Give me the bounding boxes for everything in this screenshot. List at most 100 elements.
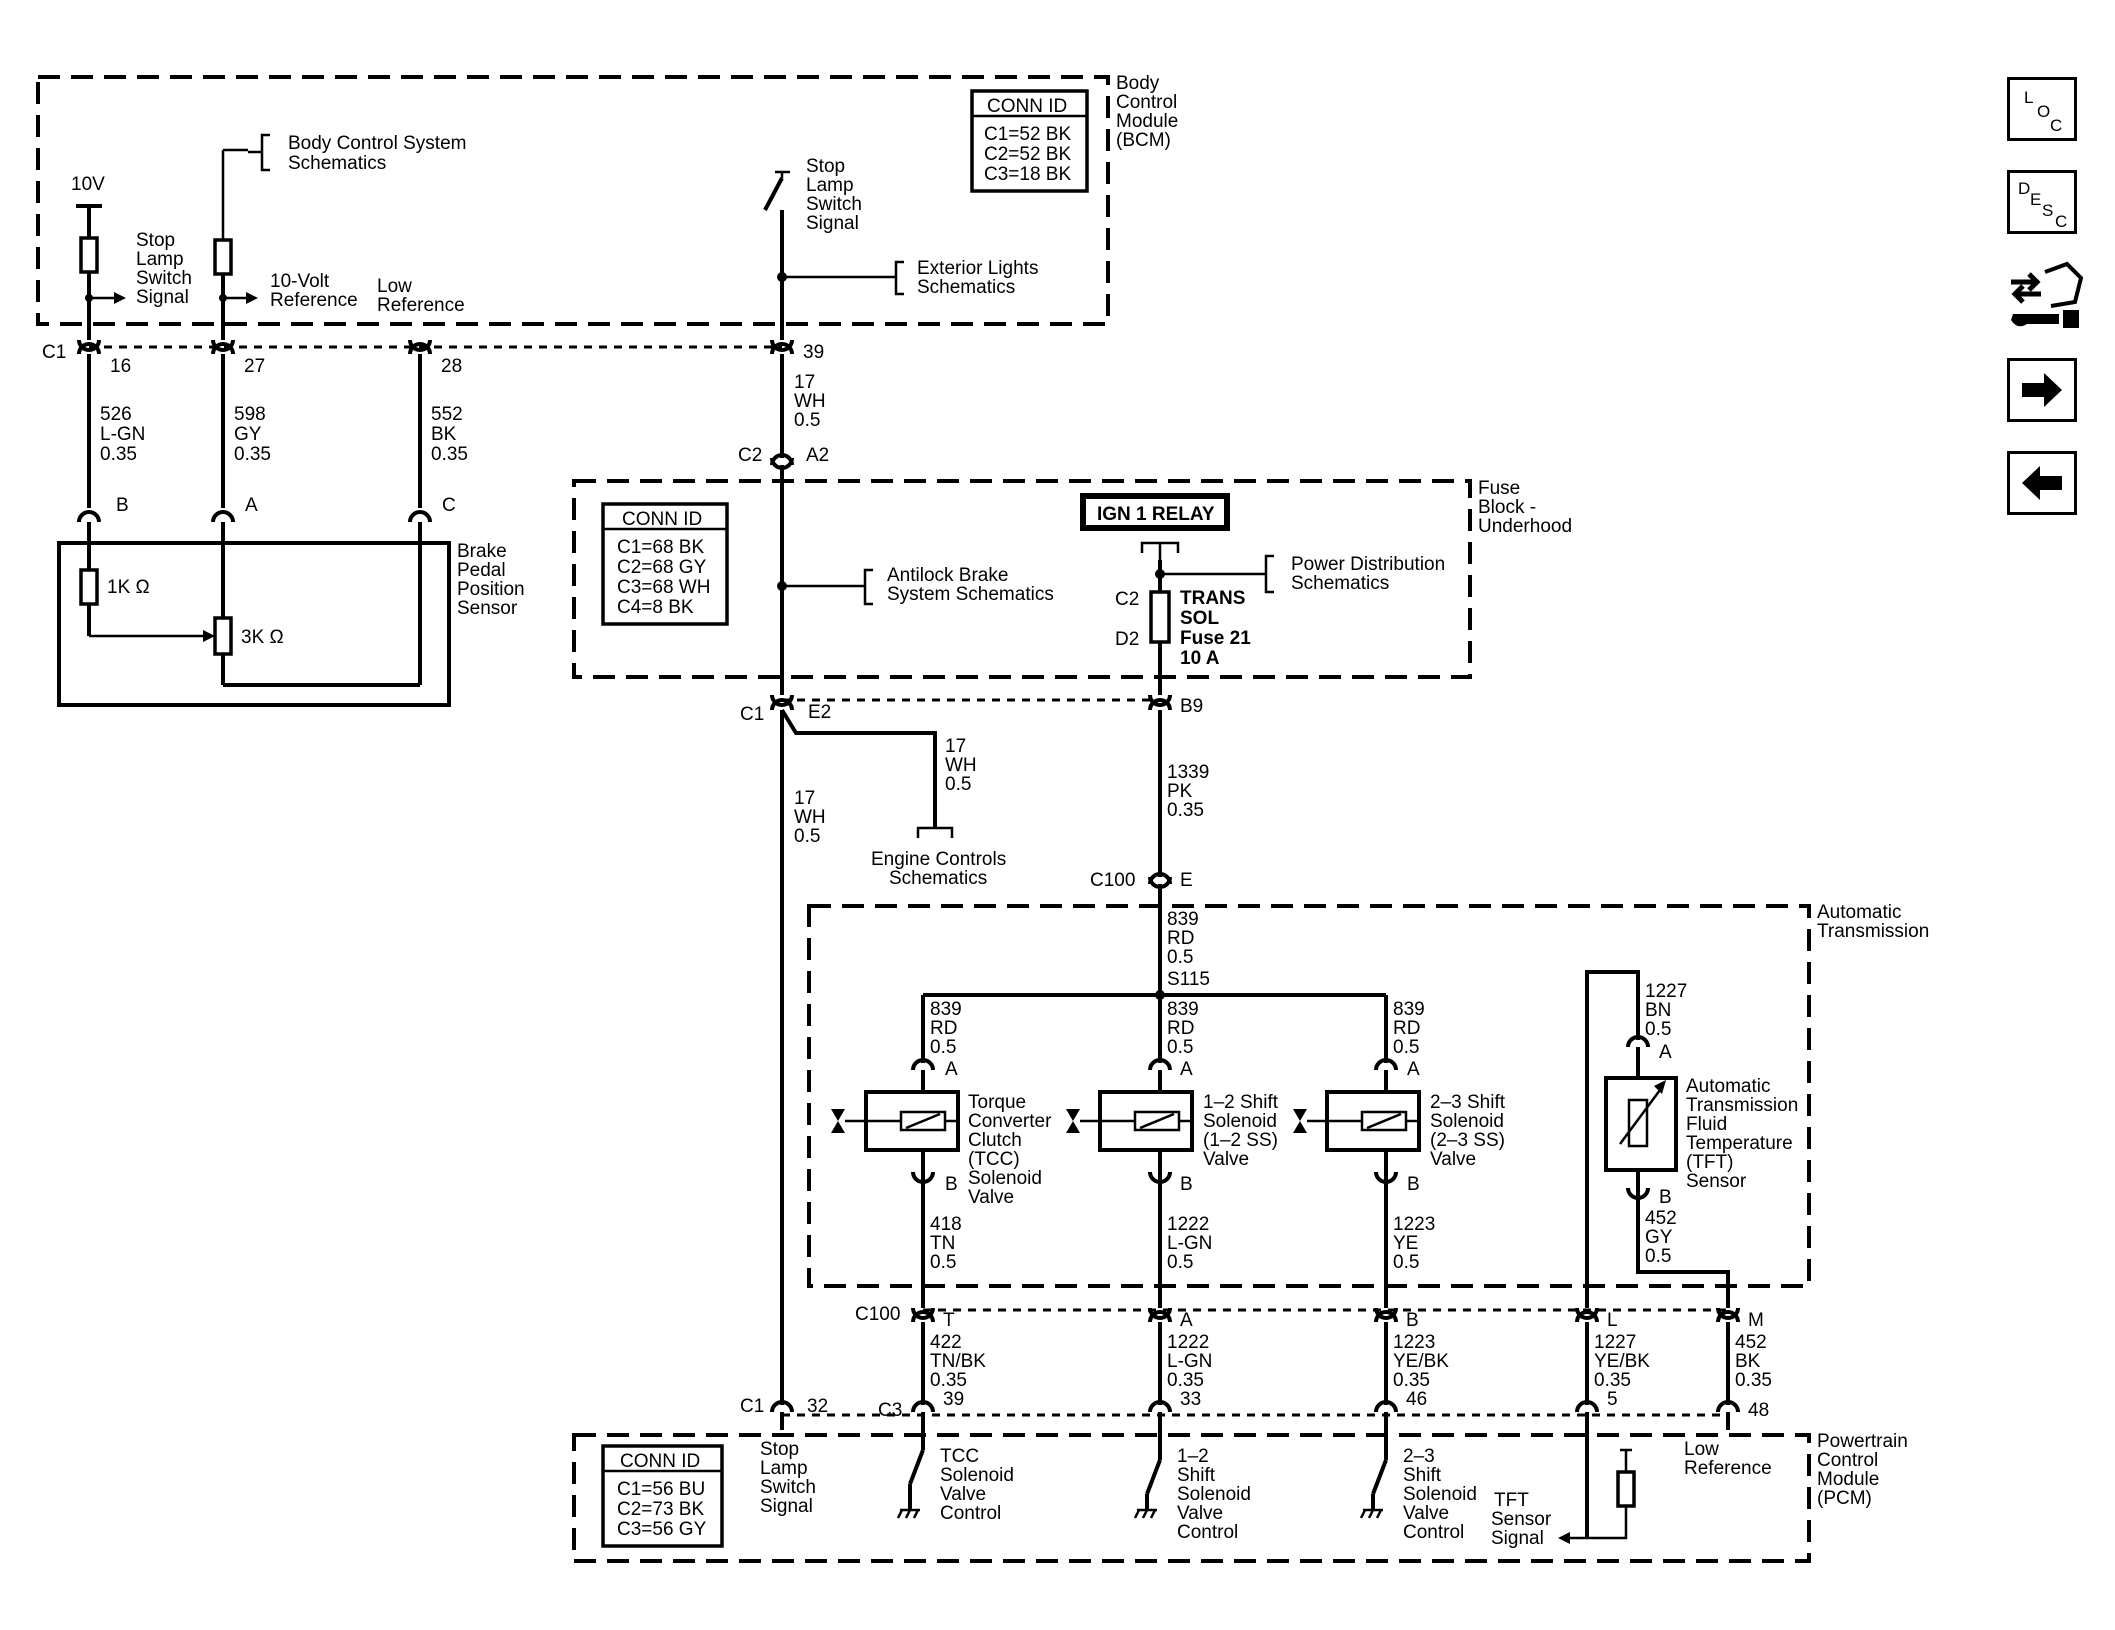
svg-text:Body Control System: Body Control System xyxy=(288,133,466,154)
svg-text:Automatic: Automatic xyxy=(1686,1076,1770,1097)
svg-text:M: M xyxy=(1748,1310,1764,1331)
svg-text:598: 598 xyxy=(234,404,266,425)
svg-text:(BCM): (BCM) xyxy=(1116,130,1171,151)
bcm-c1-connector: C1 16 27 28 39 xyxy=(42,339,824,377)
svg-text:Signal: Signal xyxy=(1491,1528,1544,1549)
svg-text:0.35: 0.35 xyxy=(234,444,271,465)
svg-text:Position: Position xyxy=(457,579,525,600)
svg-text:1223: 1223 xyxy=(1393,1214,1435,1235)
svg-text:Antilock Brake: Antilock Brake xyxy=(887,565,1008,586)
svg-text:Valve: Valve xyxy=(1403,1503,1449,1524)
svg-text:Control: Control xyxy=(1403,1522,1464,1543)
automatic-transmission-label: Automatic Transmission xyxy=(1817,902,1929,942)
svg-text:1–2: 1–2 xyxy=(1177,1446,1209,1467)
svg-text:C100: C100 xyxy=(1090,870,1135,891)
svg-text:Schematics: Schematics xyxy=(889,868,987,889)
pcm-module-box xyxy=(572,1433,1811,1563)
svg-text:Pedal: Pedal xyxy=(457,560,506,581)
stop-lamp-wire-to-pcm: 17 WH 0.5 xyxy=(780,710,826,1405)
svg-text:Switch: Switch xyxy=(760,1477,816,1498)
svg-text:C1: C1 xyxy=(740,1396,764,1417)
bcm-module-box xyxy=(36,75,1110,326)
svg-text:C2=73 BK: C2=73 BK xyxy=(617,1499,704,1520)
svg-text:1222: 1222 xyxy=(1167,1214,1209,1235)
svg-text:B: B xyxy=(945,1174,958,1195)
svg-text:TN: TN xyxy=(930,1233,955,1254)
fuse-conn-id-table: CONN ID C1=68 BK C2=68 GY C3=68 WH C4=8 … xyxy=(601,502,729,626)
fuse-block-box xyxy=(572,479,1472,679)
svg-text:RD: RD xyxy=(1167,1018,1194,1039)
svg-text:0.35: 0.35 xyxy=(1167,1370,1204,1391)
svg-text:Stop: Stop xyxy=(136,230,175,251)
connector-repair-icon[interactable] xyxy=(2007,258,2087,338)
svg-text:E: E xyxy=(1180,870,1193,891)
svg-text:BN: BN xyxy=(1645,1000,1671,1021)
svg-text:Valve: Valve xyxy=(1203,1149,1249,1170)
svg-text:Low: Low xyxy=(1684,1439,1719,1460)
svg-text:Fluid: Fluid xyxy=(1686,1114,1727,1135)
svg-text:Shift: Shift xyxy=(1177,1465,1216,1486)
svg-text:A: A xyxy=(1659,1042,1672,1063)
svg-text:1227: 1227 xyxy=(1594,1332,1636,1353)
svg-text:418: 418 xyxy=(930,1214,962,1235)
svg-text:10V: 10V xyxy=(71,174,105,195)
pcm-low-reference: Low Reference xyxy=(1684,1412,1772,1479)
svg-text:Sensor: Sensor xyxy=(457,598,518,619)
svg-text:Solenoid: Solenoid xyxy=(940,1465,1014,1486)
svg-text:Torque: Torque xyxy=(968,1092,1026,1113)
svg-text:S115: S115 xyxy=(1167,969,1210,990)
wire-1339-pk: 1339 PK 0.35 C100 E xyxy=(1090,710,1209,891)
svg-text:YE: YE xyxy=(1393,1233,1418,1254)
brake-sensor-wires: 526 L-GN 0.35 598 GY 0.35 552 BK 0.35 xyxy=(87,354,468,508)
svg-text:0.5: 0.5 xyxy=(1645,1246,1671,1267)
svg-text:T: T xyxy=(943,1310,955,1331)
svg-text:Switch: Switch xyxy=(136,268,192,289)
pcm-tcc-driver: TCC Solenoid Valve Control xyxy=(896,1412,1014,1524)
svg-text:526: 526 xyxy=(100,404,132,425)
svg-text:Sensor: Sensor xyxy=(1491,1509,1552,1530)
svg-text:C3=18 BK: C3=18 BK xyxy=(984,164,1071,185)
svg-text:Schematics: Schematics xyxy=(1291,573,1389,594)
description-view-button[interactable]: D E S C xyxy=(2007,170,2077,234)
svg-text:C3=68 WH: C3=68 WH xyxy=(617,577,710,598)
previous-page-arrow-icon[interactable] xyxy=(2007,451,2077,515)
automatic-transmission-box xyxy=(807,904,1811,1288)
svg-text:10 A: 10 A xyxy=(1180,648,1220,669)
svg-text:839: 839 xyxy=(1393,999,1425,1020)
svg-text:L-GN: L-GN xyxy=(100,424,145,445)
pcm-tft-input: TFT Sensor Signal xyxy=(1491,1412,1636,1549)
svg-text:16: 16 xyxy=(110,356,131,377)
svg-text:Reference: Reference xyxy=(377,295,465,316)
svg-text:2–3: 2–3 xyxy=(1403,1446,1435,1467)
svg-text:C: C xyxy=(442,495,456,516)
svg-text:A: A xyxy=(1180,1310,1193,1331)
svg-text:Powertrain: Powertrain xyxy=(1817,1431,1908,1452)
location-view-button[interactable]: L O C xyxy=(2007,77,2077,141)
svg-text:Signal: Signal xyxy=(806,213,859,234)
svg-text:TFT: TFT xyxy=(1494,1490,1529,1511)
svg-text:Lamp: Lamp xyxy=(806,175,854,196)
svg-text:PK: PK xyxy=(1167,781,1193,802)
svg-text:Block -: Block - xyxy=(1478,497,1536,518)
pcm-ss23-driver: 2–3 Shift Solenoid Valve Control xyxy=(1359,1412,1477,1543)
svg-text:L-GN: L-GN xyxy=(1167,1233,1212,1254)
svg-text:0.5: 0.5 xyxy=(1167,1252,1193,1273)
next-page-arrow-icon[interactable] xyxy=(2007,358,2077,422)
svg-text:39: 39 xyxy=(943,1389,964,1410)
svg-text:0.5: 0.5 xyxy=(794,826,820,847)
svg-text:1339: 1339 xyxy=(1167,762,1209,783)
svg-text:B: B xyxy=(116,495,129,516)
ign1-relay: IGN 1 RELAY xyxy=(1080,493,1230,560)
svg-text:C1=68 BK: C1=68 BK xyxy=(617,537,704,558)
svg-text:Stop: Stop xyxy=(760,1439,799,1460)
brake-pedal-position-sensor: B A C 1K Ω 3K Ω Brake Pedal Position Sen… xyxy=(57,495,525,707)
svg-text:Fuse: Fuse xyxy=(1478,478,1520,499)
engine-controls-branch: 17 WH 0.5 Engine Controls Schematics xyxy=(780,708,1006,889)
svg-text:32: 32 xyxy=(807,1396,828,1417)
svg-text:17: 17 xyxy=(794,788,815,809)
svg-text:C2: C2 xyxy=(1115,589,1139,610)
svg-text:39: 39 xyxy=(803,342,824,363)
svg-text:GY: GY xyxy=(234,424,262,445)
svg-text:Signal: Signal xyxy=(136,287,189,308)
svg-text:RD: RD xyxy=(1167,928,1194,949)
